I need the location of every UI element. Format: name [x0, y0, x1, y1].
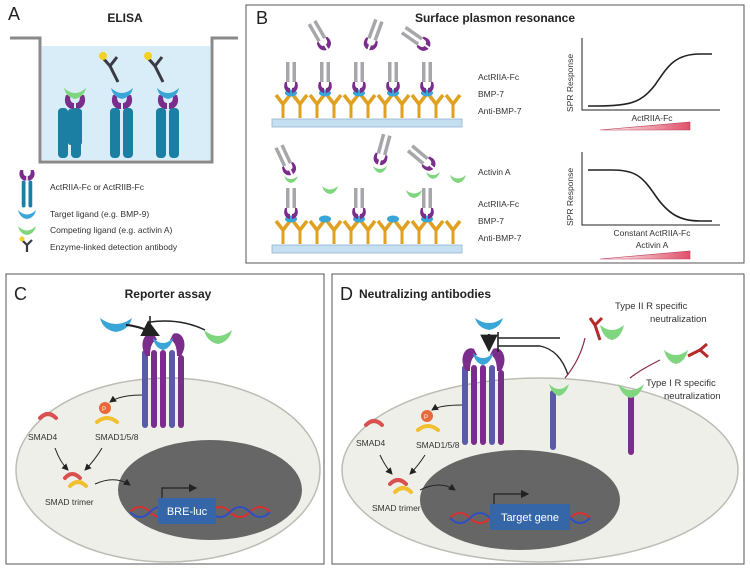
legend-competing-ligand: Competing ligand (e.g. activin A) [50, 225, 173, 235]
type1-label-line1: Type I R specific [646, 378, 716, 389]
panel-a: A ELISA ActRIIA-Fc or ActRIIB-Fc Tar [8, 4, 238, 252]
free-ligand-c [100, 318, 132, 332]
spr-plot1-xlabel: ActRIIA-Fc [631, 113, 673, 123]
phospho-label-d: P [424, 415, 428, 421]
panel-a-letter: A [8, 4, 20, 24]
spr-curve-falling [588, 169, 712, 222]
panel-c-letter: C [14, 284, 27, 304]
panel-c-title: Reporter assay [125, 287, 212, 301]
panel-b-title: Surface plasmon resonance [415, 11, 575, 25]
competing-ligand-c [204, 330, 232, 344]
smad4-label-d: SMAD4 [356, 438, 386, 448]
target-gene-label: Target gene [501, 512, 559, 524]
spr-top-label-antibmp7: Anti-BMP-7 [478, 106, 522, 116]
receptor-complex-d [462, 348, 505, 445]
type1-label-line2: neutralization [664, 391, 721, 402]
free-ligand-d [475, 318, 503, 330]
legend-detection-antibody: Enzyme-linked detection antibody [50, 242, 178, 252]
spr-plot2-ramp [599, 250, 691, 260]
spr-plot1-ylabel: SPR Response [565, 54, 575, 112]
spr-top-label-bmp7: BMP-7 [478, 89, 504, 99]
spr-top-label-actriia: ActRIIA-Fc [478, 72, 520, 82]
nucleus-d [420, 450, 620, 550]
spr-bottom-label-activin: Activin A [478, 167, 511, 177]
spr-plot-1: SPR Response ActRIIA-Fc [565, 38, 720, 131]
panel-d-frame [331, 273, 745, 565]
reporter-box [158, 498, 216, 524]
smad-trimer-label-c: SMAD trimer [45, 497, 94, 507]
spr-plot-2: SPR Response Constant ActRIIA-Fc Activin… [565, 152, 720, 260]
panel-c-frame [5, 273, 325, 565]
antibody-type1 [664, 342, 709, 364]
spr-plot2-xlabel: Constant ActRIIA-Fc [614, 228, 692, 238]
type2-label-line1: Type II R specific [615, 301, 688, 312]
nucleus-c [118, 440, 302, 540]
panel-d-title: Neutralizing antibodies [359, 287, 491, 301]
spr-bottom-label-actriia: ActRIIA-Fc [478, 199, 520, 209]
spr-bottom-label-antibmp7: Anti-BMP-7 [478, 233, 522, 243]
smad4-label-c: SMAD4 [28, 432, 58, 442]
elisa-well [10, 36, 238, 164]
legend-target-ligand: Target ligand (e.g. BMP-9) [50, 209, 149, 219]
reporter-label: BRE-luc [167, 506, 208, 518]
spr-plot1-ramp [599, 121, 691, 131]
panel-d-letter: D [340, 284, 353, 304]
smad158-label-c: SMAD1/5/8 [95, 432, 139, 442]
panel-d: D Neutralizing antibodies [331, 273, 745, 565]
spr-chip-top [271, 118, 463, 128]
receptor-complex-c [142, 333, 185, 428]
spr-chip-bottom [271, 244, 463, 254]
spr-plot2-ylabel: SPR Response [565, 168, 575, 226]
spr-bottom-array [272, 133, 466, 246]
panel-b-letter: B [256, 8, 268, 28]
smad-trimer-label-d: SMAD trimer [372, 503, 421, 513]
antibody-type2 [588, 316, 624, 341]
panel-c: C Reporter assay SMAD4 P SMAD1/5/8 [5, 273, 325, 565]
type2-label-line2: neutralization [650, 314, 707, 325]
spr-top-array [274, 18, 462, 120]
legend-receptor-fc: ActRIIA-Fc or ActRIIB-Fc [50, 182, 145, 192]
spr-bottom-label-bmp7: BMP-7 [478, 216, 504, 226]
panel-a-title: ELISA [107, 11, 143, 25]
smad158-label-d: SMAD1/5/8 [416, 440, 460, 450]
spr-plot2-xlabel2: Activin A [636, 240, 669, 250]
panel-b: B Surface plasmon resonance [245, 4, 745, 264]
target-gene-box [490, 504, 570, 530]
elisa-legend: ActRIIA-Fc or ActRIIB-Fc Target ligand (… [18, 170, 178, 252]
panel-b-frame [245, 4, 745, 264]
spr-curve-rising [587, 53, 712, 107]
phospho-label-c: P [102, 407, 106, 413]
